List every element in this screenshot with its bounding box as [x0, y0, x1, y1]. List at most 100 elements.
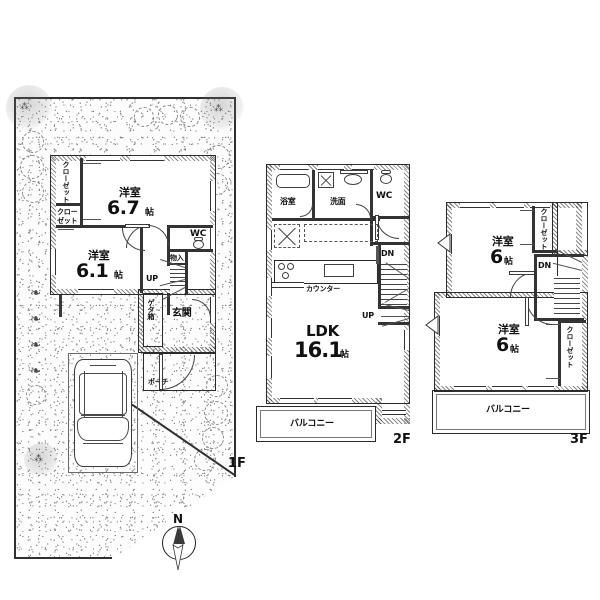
room-label-1f-b-unit: 帖 — [114, 271, 123, 281]
wall-exterior — [376, 398, 382, 424]
site-boundary-north — [14, 97, 236, 99]
wall-interior — [378, 244, 381, 306]
window — [496, 202, 524, 208]
closet-label-3f-bottom: クローゼット — [566, 326, 574, 368]
shrub-icon — [26, 385, 46, 405]
room-label-3f-b-size: 6 — [496, 334, 509, 356]
wc-label-2f: WC — [376, 191, 393, 201]
wall-interior — [532, 250, 558, 253]
bathtub-icon — [276, 174, 310, 188]
wall-exterior — [50, 289, 216, 295]
compass-needle — [172, 526, 184, 570]
compass-label: N — [172, 512, 184, 526]
toilet-icon — [380, 174, 392, 184]
room-label-1f-b-name: 洋室 — [88, 249, 110, 262]
wall-interior — [167, 249, 213, 252]
counter-label-2f: カウンター — [306, 285, 340, 293]
fence-post — [59, 287, 62, 317]
room-label-2f-ldk-size: 16.1 — [294, 338, 343, 362]
stair-run-1f — [170, 265, 185, 293]
balcony-2f — [256, 406, 376, 442]
kitchen-counter-unit — [274, 260, 378, 284]
room-label-3f-a-unit: 帖 — [504, 257, 513, 267]
wall-interior — [370, 242, 410, 245]
site-boundary-east — [234, 97, 236, 477]
room-label-1f-a-size: 6.7 — [107, 197, 140, 219]
wall-exterior — [434, 292, 452, 298]
room-label-3f-a-size: 6 — [490, 246, 503, 268]
wall-exterior — [552, 202, 582, 208]
car-icon — [74, 359, 132, 467]
wall-interior — [370, 216, 373, 246]
floor-caption-1f: 1F — [228, 456, 246, 471]
shrub-icon — [204, 401, 228, 425]
balcony-label-3f: バルコニー — [486, 405, 530, 415]
site-boundary-south — [14, 557, 112, 559]
window — [78, 289, 114, 295]
room-label-1f-a-name: 洋室 — [119, 186, 141, 199]
balcony-3f-inner — [436, 394, 586, 430]
wall-interior — [532, 206, 535, 252]
window — [86, 155, 120, 161]
window — [530, 202, 550, 208]
wall-interior — [378, 322, 410, 325]
kitchen-sink-icon — [324, 264, 354, 277]
sliding-door-icon — [425, 315, 439, 335]
washing-machine-icon — [318, 172, 334, 188]
wall-exterior — [404, 164, 410, 424]
balcony-sliding-door — [454, 386, 486, 392]
shrub-icon — [180, 107, 200, 127]
room-label-1f-b-size: 6.1 — [76, 260, 109, 282]
stove-burner-icon — [278, 263, 285, 270]
shrub-icon — [134, 107, 154, 127]
tree-icon — [24, 443, 58, 477]
wall-interior — [534, 254, 537, 320]
storage-label-1f: 物入 — [170, 254, 184, 262]
tree-icon — [6, 85, 52, 131]
shrub-icon — [194, 449, 216, 471]
shrub-icon — [22, 131, 44, 153]
window — [382, 410, 406, 415]
closet-door-mark — [58, 229, 74, 230]
closet-label-3f-top: クローゼット — [540, 208, 548, 250]
window — [404, 330, 410, 350]
balcony-sliding-door — [528, 386, 554, 392]
wall-exterior — [434, 292, 440, 392]
stair-run-3f — [554, 276, 580, 316]
window — [50, 249, 56, 275]
counter-edge — [272, 282, 304, 288]
shrub-icon — [206, 375, 228, 397]
window — [266, 318, 272, 338]
stair-up-label-1f: UP — [146, 274, 158, 283]
balcony-sliding-door — [280, 398, 314, 404]
window — [266, 356, 272, 378]
appliance-cross-icon — [275, 225, 299, 247]
balcony-3f — [432, 390, 590, 434]
parking-space — [68, 353, 138, 473]
room-label-3f-b-unit: 帖 — [510, 345, 519, 355]
door-leaf — [525, 297, 529, 326]
upper-cabinet — [304, 224, 378, 242]
washroom-label-2f: 洗面 — [330, 197, 346, 206]
room-label-2f-ldk-unit: 帖 — [340, 350, 349, 360]
window — [460, 202, 490, 208]
porch-area — [143, 353, 216, 391]
floor-plan-2f: 浴室 洗面 WC カウンター LDK 16.1 帖 — [256, 160, 414, 442]
stair-up-label-2f: UP — [362, 311, 374, 320]
compass-north-icon: N — [156, 512, 200, 574]
stove-burner-icon — [287, 263, 294, 270]
balcony-2f-inner — [260, 410, 372, 438]
sink-icon — [344, 174, 362, 185]
wall-exterior — [376, 418, 410, 424]
window — [210, 181, 216, 211]
wall-interior — [185, 252, 188, 294]
stair-down-label-2f: DN — [381, 249, 394, 258]
site-plan-1f: ⁂ ⁂ ❧ ❧ ❧ ❧ ⁂ — [6, 85, 244, 559]
window — [352, 164, 374, 170]
wall-interior — [167, 225, 213, 228]
toilet-icon — [193, 240, 204, 249]
closet-label-upper: クローゼット — [62, 161, 70, 203]
room-label-1f-a-unit: 帖 — [145, 208, 154, 218]
vanity-counter — [340, 170, 368, 174]
